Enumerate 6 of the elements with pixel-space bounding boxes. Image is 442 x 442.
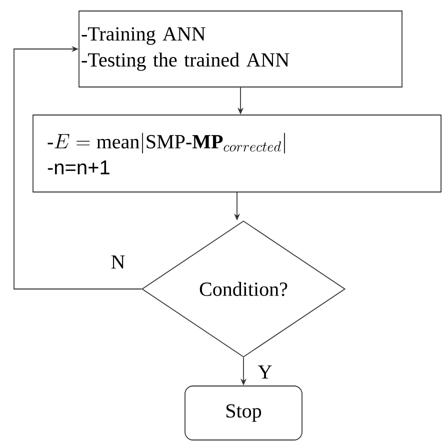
terminal-box: Stop (184, 386, 302, 440)
edge-label: N (110, 254, 126, 270)
process-box: $\text{-}E=\mathrm{mean}|\mathrm{SMP}\text{-}\mathbf{MP}_{corrected}|$ -n=n+1 (32, 114, 442, 192)
edge-label: Y (256, 364, 274, 380)
arrow (14, 46, 142, 290)
process-box: -Training ANN -Testing the trained ANN (78, 10, 402, 88)
